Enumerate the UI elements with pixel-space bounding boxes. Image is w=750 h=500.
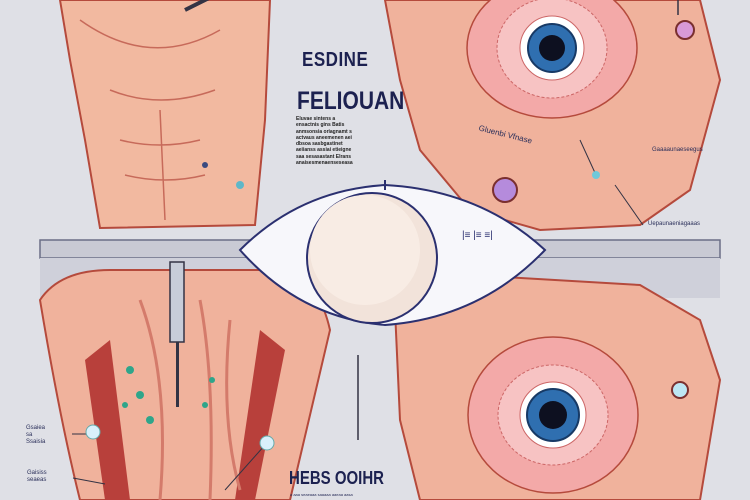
capsule-marks: |≡ |≡ ≡| (462, 230, 493, 241)
left-label-2: Gaisiss seaeas (27, 470, 47, 483)
throat-illustration (38, 261, 359, 500)
title-bottom: HEBS OOIHR (289, 468, 385, 489)
eye-illustration-bottom (393, 273, 722, 500)
eye-illustration-top (383, 0, 722, 232)
capsule-device (238, 180, 547, 327)
right-label-1: Gaaaaunaeseegus (652, 147, 703, 153)
left-label-1: Gsaiea sa Ssaisia (26, 425, 46, 445)
bottom-small-text: a aaa seaeaaa saaaaa aaeaa aasa (290, 492, 353, 497)
torso-illustration (58, 0, 272, 230)
subtitle-top: FELIOUAN (297, 87, 405, 116)
body-text: Eluvae sintens a ensactnis gins Batis an… (296, 116, 353, 164)
right-label-2: Uepaunaeniagaaas (648, 221, 701, 227)
title-top: ESDINE (302, 48, 369, 71)
